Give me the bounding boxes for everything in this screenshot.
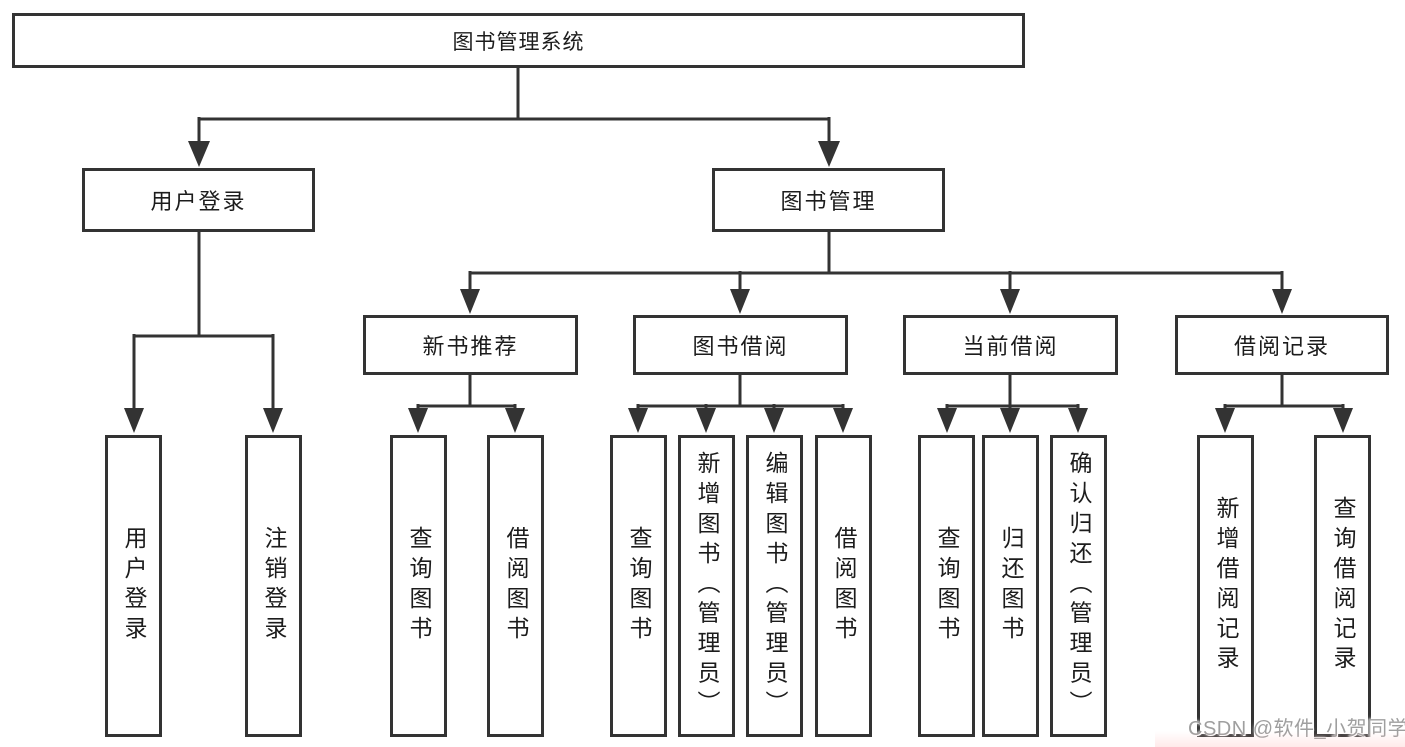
connector-rec-to-leaves — [416, 375, 517, 410]
node-leaf-user-login: 用户登录 — [105, 435, 162, 737]
csdn-watermark: CSDN @软件_小贺同学 — [1188, 718, 1405, 740]
node-rec-query-book: 查询图书 — [390, 435, 447, 737]
node-br-query-record: 查询借阅记录 — [1314, 435, 1371, 737]
arrowhead-icon — [628, 408, 648, 433]
arrowhead-icon — [505, 408, 525, 433]
node-new-book-rec-label: 新书推荐 — [422, 334, 519, 359]
arrowhead-icon — [1215, 408, 1235, 433]
node-current-borrow: 当前借阅 — [903, 315, 1118, 375]
node-cb-return-book: 归还图书 — [982, 435, 1039, 737]
node-rec-query-book-label: 查询图书 — [406, 526, 432, 646]
connector-current-to-leaves — [945, 375, 1080, 410]
node-leaf-user-login-label: 用户登录 — [121, 526, 147, 646]
arrowhead-icon — [263, 408, 283, 433]
node-book-mgmt: 图书管理 — [712, 168, 945, 232]
arrowhead-icon — [124, 408, 144, 433]
arrowhead-icon — [696, 408, 716, 433]
node-book-borrow-label: 图书借阅 — [692, 334, 789, 359]
arrowhead-icon — [937, 408, 957, 433]
node-bb-borrow-book-label: 借阅图书 — [831, 526, 857, 646]
node-cb-query-book: 查询图书 — [918, 435, 975, 737]
node-bb-edit-book-label: 编辑图书（管理员） — [762, 451, 788, 721]
node-cb-query-book-label: 查询图书 — [934, 526, 960, 646]
connector-lines — [132, 68, 1345, 411]
arrowhead-icon — [1333, 408, 1353, 433]
node-new-book-rec: 新书推荐 — [363, 315, 578, 375]
node-bb-query-book: 查询图书 — [610, 435, 667, 737]
node-leaf-logout: 注销登录 — [245, 435, 302, 737]
node-rec-borrow-book-label: 借阅图书 — [503, 526, 529, 646]
node-user-login-label: 用户登录 — [150, 189, 247, 214]
arrowhead-icon — [1000, 289, 1020, 314]
arrowhead-icon — [1272, 289, 1292, 314]
arrowhead-icon — [730, 289, 750, 314]
node-user-login: 用户登录 — [82, 168, 315, 232]
node-bb-borrow-book: 借阅图书 — [815, 435, 872, 737]
node-root-label: 图书管理系统 — [452, 30, 585, 54]
arrowhead-icon — [188, 141, 210, 167]
connector-borrow-to-leaves — [636, 375, 845, 410]
arrowheads — [124, 141, 1353, 433]
node-br-add-record-label: 新增借阅记录 — [1213, 496, 1239, 676]
node-bb-edit-book: 编辑图书（管理员） — [746, 435, 803, 737]
arrowhead-icon — [764, 408, 784, 433]
node-borrow-record: 借阅记录 — [1175, 315, 1389, 375]
node-cb-confirm-return-label: 确认归还（管理员） — [1066, 451, 1092, 721]
node-current-borrow-label: 当前借阅 — [962, 334, 1059, 359]
node-book-borrow: 图书借阅 — [633, 315, 848, 375]
arrowhead-icon — [460, 289, 480, 314]
arrowhead-icon — [1000, 408, 1020, 433]
arrowhead-icon — [408, 408, 428, 433]
node-root: 图书管理系统 — [12, 13, 1025, 68]
node-book-mgmt-label: 图书管理 — [780, 189, 877, 214]
node-bb-query-book-label: 查询图书 — [626, 526, 652, 646]
node-borrow-record-label: 借阅记录 — [1233, 334, 1330, 359]
arrowhead-icon — [818, 141, 840, 167]
arrowhead-icon — [1068, 408, 1088, 433]
arrowhead-icon — [833, 408, 853, 433]
node-rec-borrow-book: 借阅图书 — [487, 435, 544, 737]
node-br-add-record: 新增借阅记录 — [1197, 435, 1254, 737]
node-cb-confirm-return: 确认归还（管理员） — [1050, 435, 1107, 737]
node-leaf-logout-label: 注销登录 — [261, 526, 287, 646]
node-bb-add-book-label: 新增图书（管理员） — [694, 451, 720, 721]
node-cb-return-book-label: 归还图书 — [998, 526, 1024, 646]
connector-login-to-leaves — [132, 232, 275, 411]
node-bb-add-book: 新增图书（管理员） — [678, 435, 735, 737]
connector-mgmt-to-level3 — [468, 232, 1284, 291]
node-br-query-record-label: 查询借阅记录 — [1330, 496, 1356, 676]
connector-root-to-level2 — [197, 68, 831, 145]
connector-record-to-leaves — [1223, 375, 1345, 410]
